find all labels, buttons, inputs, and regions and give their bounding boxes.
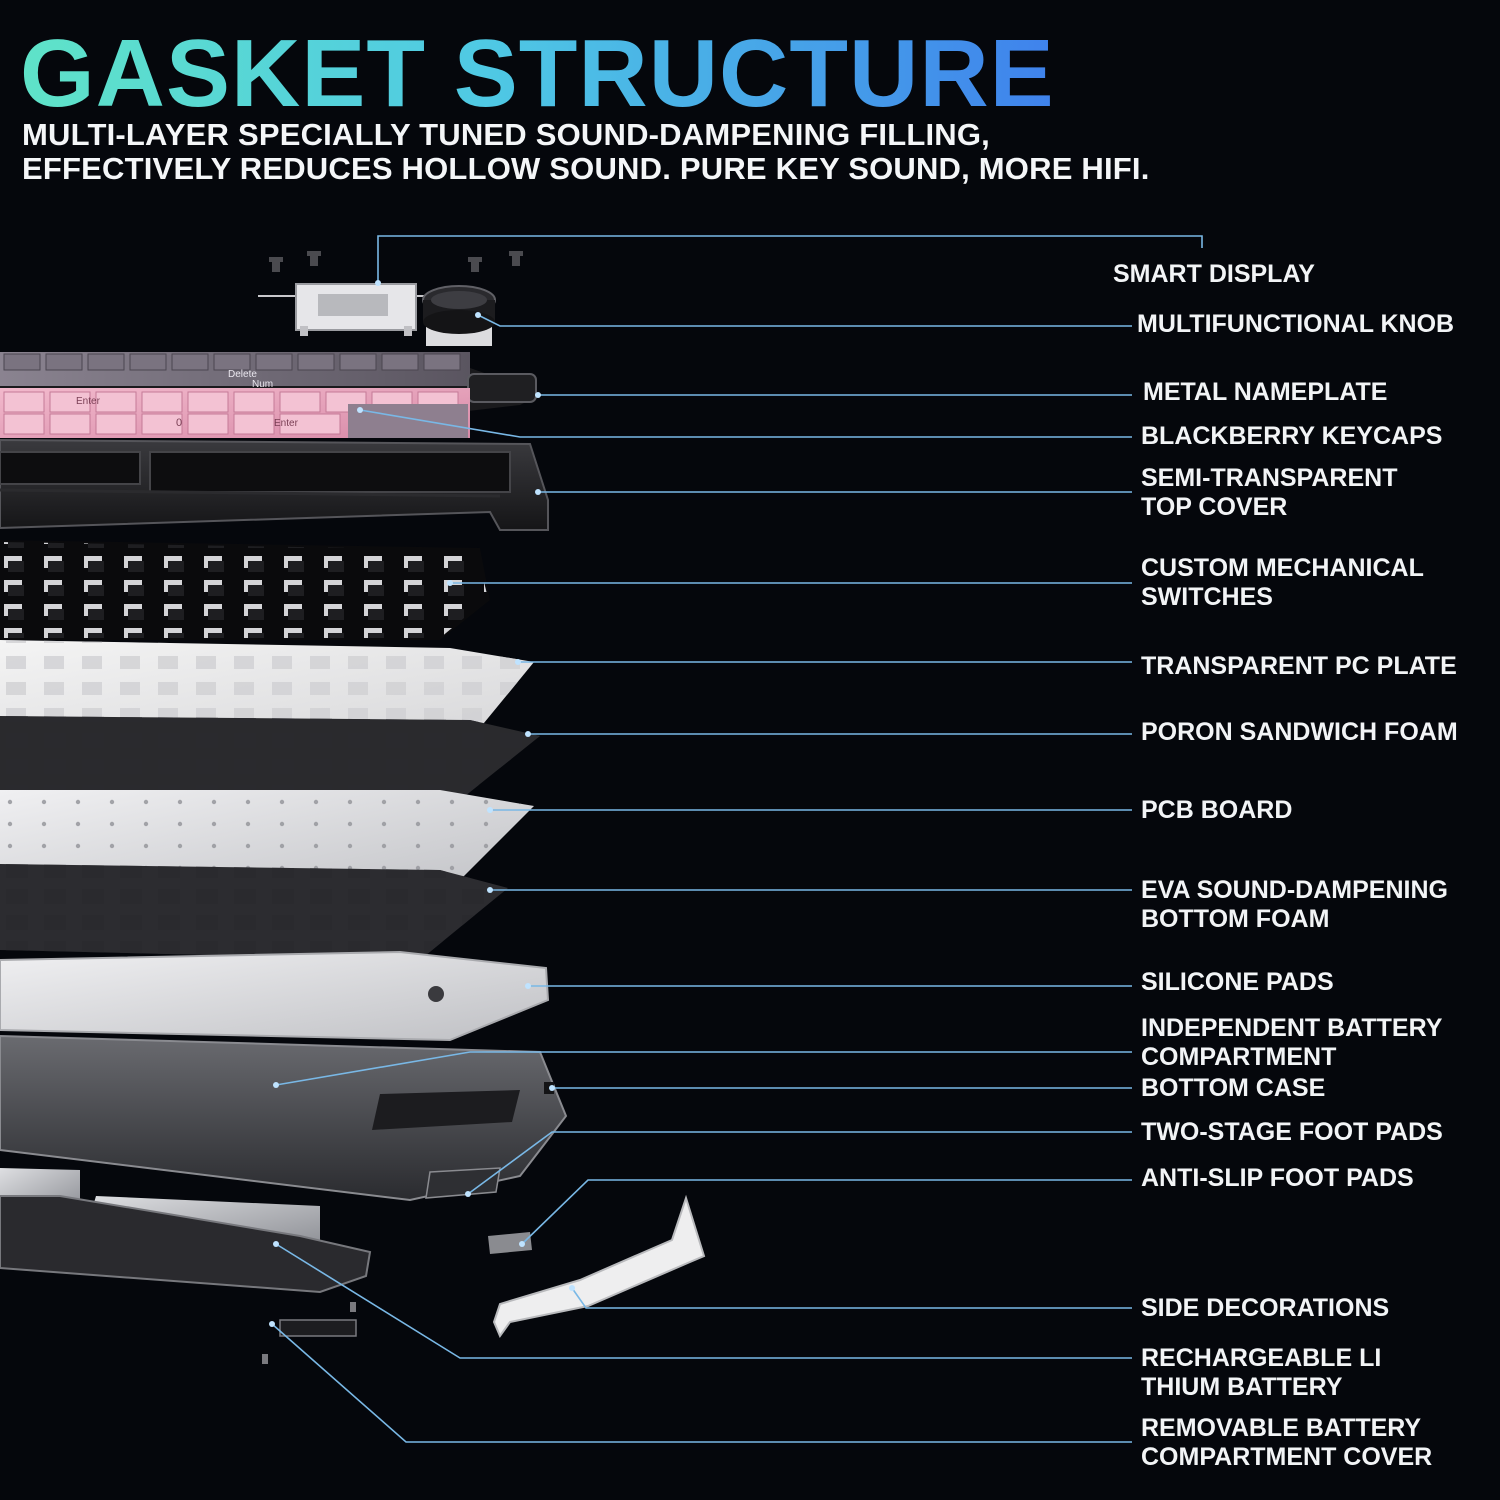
label-removable-battery-cover: REMOVABLE BATTERY COMPARTMENT COVER — [1141, 1414, 1432, 1472]
label-eva-foam: EVA SOUND-DAMPENING BOTTOM FOAM — [1141, 876, 1448, 934]
keycaps-layer: Delete Num Enter 0 Enter — [0, 352, 540, 438]
smart-display-part — [258, 283, 440, 336]
top-cover-part — [0, 438, 549, 531]
label-poron-foam: PORON SANDWICH FOAM — [1141, 718, 1458, 746]
label-semi-transparent-top-cover: SEMI-TRANSPARENT TOP COVER — [1141, 464, 1397, 522]
keycap-num-legend: Num — [252, 379, 273, 390]
knob-part — [422, 285, 496, 346]
poron-foam-part — [0, 716, 540, 800]
battery-part — [0, 1168, 372, 1364]
label-line: INDEPENDENT BATTERY — [1141, 1014, 1443, 1042]
label-battery-compartment: INDEPENDENT BATTERY COMPARTMENT — [1141, 1014, 1442, 1072]
label-bottom-case: BOTTOM CASE — [1141, 1074, 1326, 1102]
callout-dots — [269, 280, 575, 1327]
keycap-zero-legend: 0 — [176, 417, 182, 429]
subtitle-line-2: EFFECTIVELY REDUCES HOLLOW SOUND. PURE K… — [22, 151, 1150, 186]
label-smart-display: SMART DISPLAY — [1113, 260, 1315, 288]
page-subtitle: MULTI-LAYER SPECIALLY TUNED SOUND-DAMPEN… — [22, 118, 1150, 186]
label-line: TOP COVER — [1141, 493, 1288, 521]
label-silicone-pads: SILICONE PADS — [1141, 968, 1334, 996]
label-line: RECHARGEABLE LI — [1141, 1344, 1382, 1372]
label-line: COMPARTMENT COVER — [1141, 1443, 1433, 1471]
side-decoration-part — [492, 1194, 706, 1339]
screw-icon — [269, 251, 523, 272]
metal-nameplate-part — [467, 373, 537, 403]
pc-plate-part — [0, 640, 534, 740]
label-line: THIUM BATTERY — [1141, 1373, 1343, 1401]
label-line: EVA SOUND-DAMPENING — [1141, 876, 1448, 904]
subtitle-line-1: MULTI-LAYER SPECIALLY TUNED SOUND-DAMPEN… — [22, 117, 990, 152]
switches-part — [0, 540, 490, 640]
callout-lines — [271, 235, 1203, 1443]
keycap-delete-legend: Delete — [228, 369, 257, 380]
label-anti-slip-foot-pads: ANTI-SLIP FOOT PADS — [1141, 1164, 1414, 1192]
foot-pads-part — [425, 1167, 532, 1254]
label-rechargeable-battery: RECHARGEABLE LI THIUM BATTERY — [1141, 1344, 1381, 1402]
keycap-enter-legend-2: Enter — [274, 418, 299, 429]
label-two-stage-foot-pads: TWO-STAGE FOOT PADS — [1141, 1118, 1443, 1146]
label-pcb-board: PCB BOARD — [1141, 796, 1293, 824]
eva-foam-part — [0, 864, 508, 960]
page-title: GASKET STRUCTURE — [20, 20, 1055, 127]
label-line: CUSTOM MECHANICAL — [1141, 554, 1424, 582]
label-line: COMPARTMENT — [1141, 1043, 1337, 1071]
label-line: REMOVABLE BATTERY — [1141, 1414, 1422, 1442]
label-metal-nameplate: METAL NAMEPLATE — [1143, 378, 1388, 406]
label-transparent-pc-plate: TRANSPARENT PC PLATE — [1141, 652, 1457, 680]
label-multifunctional-knob: MULTIFUNCTIONAL KNOB — [1137, 310, 1455, 338]
label-side-decorations: SIDE DECORATIONS — [1141, 1294, 1390, 1322]
label-line: SWITCHES — [1141, 583, 1273, 611]
label-line: SEMI-TRANSPARENT — [1141, 464, 1398, 492]
label-custom-switches: CUSTOM MECHANICAL SWITCHES — [1141, 554, 1424, 612]
keycap-enter-legend: Enter — [76, 396, 101, 407]
label-line: BOTTOM FOAM — [1141, 905, 1330, 933]
label-blackberry-keycaps: BLACKBERRY KEYCAPS — [1141, 422, 1443, 450]
